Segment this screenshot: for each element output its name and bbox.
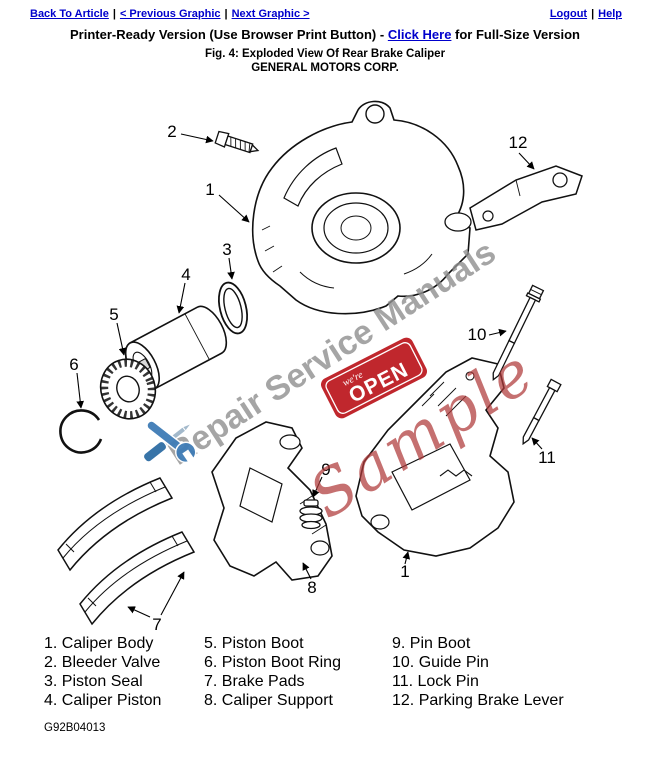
help-link[interactable]: Help <box>598 8 622 20</box>
caliper-support-drawing <box>211 421 333 581</box>
top-navbar: Back To Article|< Previous Graphic|Next … <box>0 0 650 20</box>
legend-item: 7. Brake Pads <box>204 673 305 690</box>
piston-boot-drawing <box>99 358 157 420</box>
piston-seal-drawing <box>218 281 248 335</box>
printer-ready-text: Printer-Ready Version (Use Browser Print… <box>69 27 388 42</box>
legend-item: 10. Guide Pin <box>392 654 489 671</box>
legend-item: 11. Lock Pin <box>392 673 479 690</box>
pin-boot-drawing <box>299 499 323 530</box>
callout-1b: 1 <box>400 562 409 581</box>
legend-item: 3. Piston Seal <box>44 673 143 690</box>
legend-item: 1. Caliper Body <box>44 635 154 652</box>
parking-brake-lever-drawing <box>469 165 583 231</box>
piston-boot-ring-drawing <box>59 409 103 454</box>
callout-11: 11 <box>538 448 556 467</box>
legend-column-1: 1. Caliper Body 2. Bleeder Valve 3. Pist… <box>44 634 204 710</box>
nav-separator: | <box>224 8 228 20</box>
legend-column-2: 5. Piston Boot 6. Piston Boot Ring 7. Br… <box>204 634 392 710</box>
legend-item: 8. Caliper Support <box>204 692 333 709</box>
open-sign-watermark: we're OPEN <box>318 335 430 421</box>
legend-item: 6. Piston Boot Ring <box>204 654 341 671</box>
callout-4: 4 <box>181 265 190 284</box>
next-graphic-link[interactable]: Next Graphic > <box>231 8 310 20</box>
logout-link[interactable]: Logout <box>549 8 588 20</box>
callout-10: 10 <box>468 325 487 344</box>
nav-right: Logout|Help <box>550 8 622 20</box>
nav-left: Back To Article|< Previous Graphic|Next … <box>30 8 310 20</box>
callout-3: 3 <box>222 240 231 259</box>
brake-pads-drawing <box>57 477 196 626</box>
tools-watermark-icon <box>142 420 197 466</box>
previous-graphic-link[interactable]: < Previous Graphic <box>119 8 221 20</box>
legend-item: 9. Pin Boot <box>392 635 471 652</box>
caliper-body-drawing <box>251 100 472 315</box>
legend-column-3: 9. Pin Boot 10. Guide Pin 11. Lock Pin 1… <box>392 634 564 710</box>
callout-9: 9 <box>321 460 330 479</box>
legend-item: 12. Parking Brake Lever <box>392 692 564 709</box>
parts-legend: 1. Caliper Body 2. Bleeder Valve 3. Pist… <box>0 634 650 710</box>
full-size-text: for Full-Size Version <box>451 27 580 42</box>
exploded-diagram: 2 1 12 3 4 5 6 9 8 7 1 10 11 Repair Serv… <box>57 100 583 632</box>
callout-8: 8 <box>307 578 316 597</box>
legend-item: 2. Bleeder Valve <box>44 654 161 671</box>
company-name: GENERAL MOTORS CORP. <box>251 62 399 74</box>
callout-7: 7 <box>152 615 161 632</box>
callout-6: 6 <box>69 355 78 374</box>
figure-title: Fig. 4: Exploded View Of Rear Brake Cali… <box>204 48 446 60</box>
legend-item: 4. Caliper Piston <box>44 692 162 709</box>
nav-separator: | <box>112 8 116 20</box>
caliper-body-lower-drawing <box>355 357 515 557</box>
callout-leader-lines <box>76 133 543 618</box>
nav-separator: | <box>591 8 595 20</box>
callout-12: 12 <box>509 133 528 152</box>
lock-pin-drawing <box>522 378 562 446</box>
back-to-article-link[interactable]: Back To Article <box>30 8 109 20</box>
bleeder-valve-drawing <box>214 130 260 154</box>
figure-code: G92B04013 <box>44 722 106 734</box>
callout-numbers: 2 1 12 3 4 5 6 9 8 7 1 10 11 <box>69 122 556 632</box>
callout-5: 5 <box>109 305 118 324</box>
legend-item: 5. Piston Boot <box>204 635 304 652</box>
click-here-link[interactable]: Click Here <box>387 27 452 42</box>
printer-ready-line: Printer-Ready Version (Use Browser Print… <box>0 27 650 42</box>
guide-pin-drawing <box>492 284 545 381</box>
callout-1: 1 <box>205 180 214 199</box>
exploded-diagram-area: 2 1 12 3 4 5 6 9 8 7 1 10 11 Repair Serv… <box>0 76 650 632</box>
callout-2: 2 <box>167 122 176 141</box>
